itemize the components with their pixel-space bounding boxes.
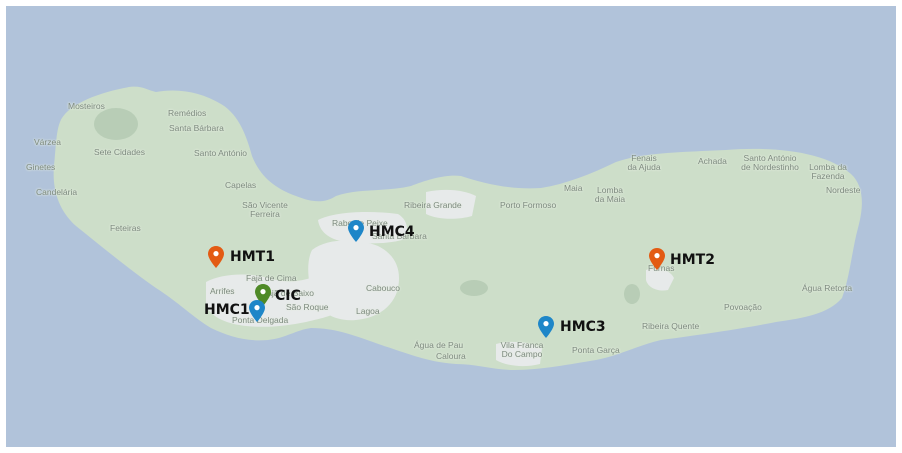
place-agua-de-pau: Água de Pau — [414, 340, 464, 350]
place-vila-franca-do-campo: Vila Franca Do Campo — [500, 340, 544, 359]
place-santo-antonio-nordestinho: Santo António de Nordestinho — [741, 153, 799, 172]
place-varzea: Várzea — [34, 137, 61, 147]
place-santo-antonio: Santo António — [194, 148, 247, 158]
marker-hmc1-label: HMC1 — [204, 302, 250, 318]
place-ginetes: Ginetes — [26, 162, 56, 172]
place-mosteiros: Mosteiros — [68, 101, 105, 111]
marker-hmc1-pin-icon[interactable] — [249, 300, 265, 322]
marker-hmt1-label: HMT1 — [230, 249, 275, 265]
place-sete-cidades: Sete Cidades — [94, 147, 146, 157]
furnas-lake — [624, 284, 640, 304]
place-capelas: Capelas — [225, 180, 257, 190]
place-ponta-garca: Ponta Garça — [572, 345, 620, 355]
place-sao-vicente-ferreira: São Vicente Ferreira — [242, 200, 288, 219]
place-candelaria: Candelária — [36, 187, 78, 197]
map-canvas — [6, 6, 896, 447]
place-ribeira-grande: Ribeira Grande — [404, 200, 462, 210]
place-santa-barbara-north: Santa Bárbara — [372, 231, 427, 241]
place-arrifes: Arrifes — [210, 286, 235, 296]
place-sao-roque: São Roque — [286, 302, 329, 312]
place-fenais-da-ajuda: Fenais da Ajuda — [627, 153, 661, 172]
place-agua-retorta: Água Retorta — [802, 283, 853, 293]
fogo-lake — [460, 280, 488, 296]
place-feteiras: Feteiras — [110, 223, 141, 233]
marker-hmt2-pin-icon[interactable] — [649, 248, 665, 270]
place-lagoa: Lagoa — [356, 306, 380, 316]
place-cabouco: Cabouco — [366, 283, 401, 293]
place-remedios: Remédios — [168, 108, 207, 118]
marker-hmt2-label: HMT2 — [670, 252, 715, 268]
place-maia: Maia — [564, 183, 583, 193]
sete-cidades-lake — [94, 108, 138, 140]
place-faja-de-baixo: Fajã de Baixo — [262, 288, 314, 298]
urban-lagoa — [308, 240, 400, 321]
urban-furnas — [646, 268, 674, 291]
place-achada: Achada — [698, 156, 727, 166]
marker-hmc4-label: HMC4 — [369, 224, 415, 240]
marker-hmt1-pin-icon[interactable] — [208, 246, 224, 268]
place-lomba-da-fazenda: Lomba da Fazenda — [809, 162, 847, 181]
urban-vila-franca — [496, 341, 542, 367]
urban-ribeira-grande — [426, 189, 476, 219]
place-santa-barbara-west: Santa Bárbara — [169, 123, 224, 133]
marker-hmc3-label: HMC3 — [560, 319, 606, 335]
marker-hmc3-pin-icon[interactable] — [538, 316, 554, 338]
place-lomba-da-maia: Lomba da Maia — [594, 185, 626, 204]
map-view[interactable]: Mosteiros Remédios Santa Bárbara Várzea … — [6, 6, 896, 447]
place-nordeste: Nordeste — [826, 185, 861, 195]
marker-hmc4-pin-icon[interactable] — [348, 220, 364, 242]
place-caloura: Caloura — [436, 351, 466, 361]
place-furnas: Furnas — [648, 263, 675, 273]
place-ribeira-quente: Ribeira Quente — [642, 321, 700, 331]
marker-cic-label: CIC — [275, 288, 301, 304]
place-porto-formoso: Porto Formoso — [500, 200, 557, 210]
place-ponta-delgada: Ponta Delgada — [232, 315, 289, 325]
place-povoacao: Povoação — [724, 302, 762, 312]
place-faja-de-cima: Fajã de Cima — [246, 273, 297, 283]
